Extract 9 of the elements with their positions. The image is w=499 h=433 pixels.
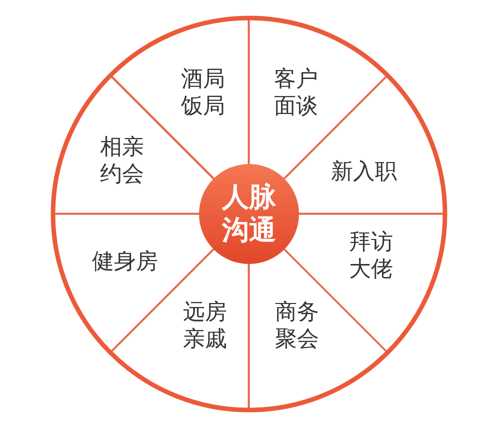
segment-label: 健身房	[92, 248, 158, 276]
segment-label: 客户面谈	[273, 66, 319, 120]
segment-label: 新入职	[331, 158, 397, 186]
segment-label: 拜访大佬	[348, 229, 394, 283]
segment-label: 远房亲戚	[182, 299, 228, 353]
hub-label: 人脉沟通	[221, 181, 277, 247]
segment-label: 相亲约会	[99, 134, 145, 188]
segment-label: 商务聚会	[274, 299, 320, 353]
segment-label: 酒局饭局	[180, 66, 226, 120]
